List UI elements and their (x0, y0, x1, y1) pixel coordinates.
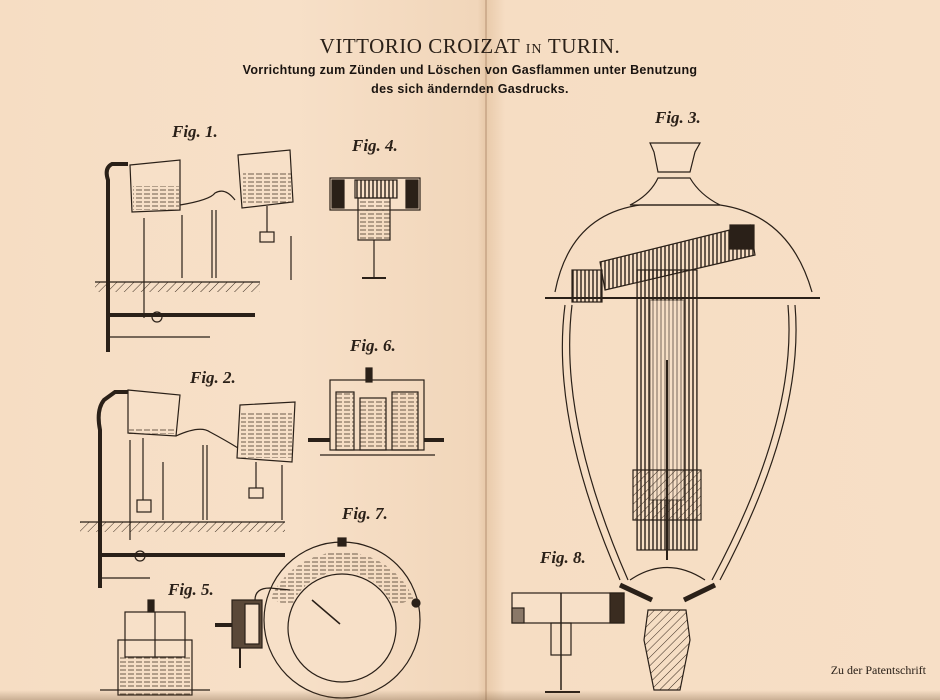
fig1-drawing (95, 149, 294, 352)
fig1-label: Fig. 1. (172, 122, 218, 141)
fig6-label: Fig. 6. (350, 336, 396, 355)
fig3-label: Fig. 3. (655, 108, 701, 127)
fig5-drawing (100, 599, 210, 696)
fig4-label: Fig. 4. (352, 136, 398, 155)
patent-subtitle-line1: Vorrichtung zum Zünden und Löschen von G… (242, 63, 698, 77)
fig4-drawing (329, 177, 421, 279)
page-bottom-shadow (0, 690, 940, 700)
fig5-label: Fig. 5. (168, 580, 214, 599)
fig6-drawing (308, 367, 444, 456)
book-gutter (485, 0, 487, 700)
title-in: IN (525, 42, 543, 57)
patent-title: VITTORIO CROIZAT IN TURIN. (0, 34, 940, 59)
fig3-drawing (545, 142, 820, 691)
fig7-label: Fig. 7. (342, 504, 388, 523)
left-page (0, 0, 487, 700)
fig8-drawing (511, 592, 625, 693)
fig2-drawing (80, 389, 296, 588)
patent-footer: Zu der Patentschrift (830, 663, 926, 677)
fig8-label: Fig. 8. (540, 548, 586, 567)
patent-subtitle-line2: des sich ändernden Gasdrucks. (371, 82, 569, 96)
inventor-city: TURIN. (547, 34, 621, 58)
fig2-label: Fig. 2. (190, 368, 236, 387)
inventor-name: VITTORIO CROIZAT (319, 34, 520, 58)
fig7-drawing (215, 537, 421, 699)
